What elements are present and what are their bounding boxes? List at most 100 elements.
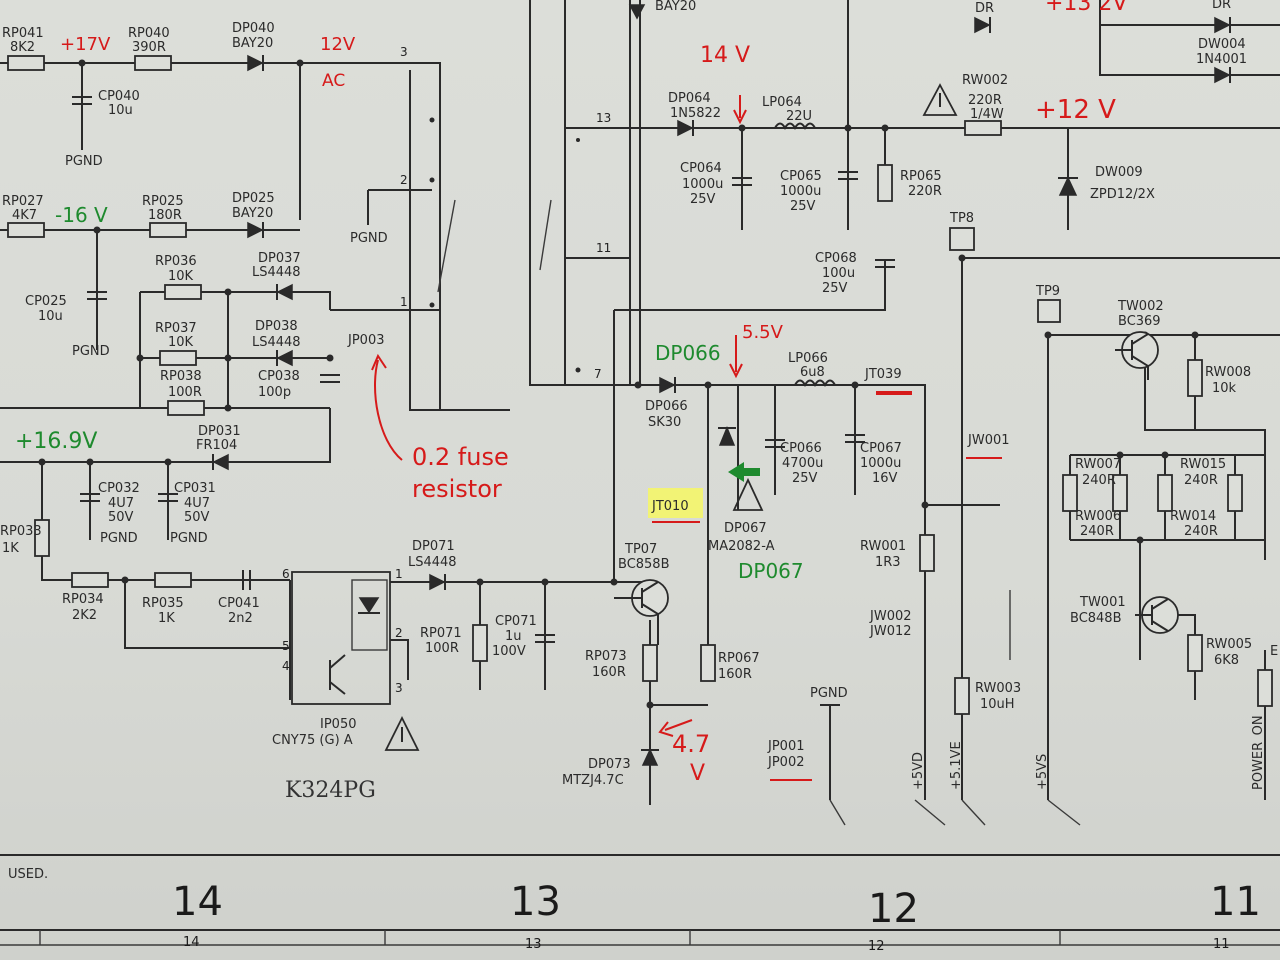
grid-label-13: 13 <box>510 879 561 925</box>
resistor-rp035 <box>154 572 192 588</box>
green-arrow-icon <box>728 462 760 482</box>
label-tp07-ref: TP07 <box>624 542 657 557</box>
label-rp065-val: 220R <box>908 184 942 199</box>
resistor-rp041 <box>7 55 45 71</box>
label-rp067-ref: RP067 <box>718 651 760 666</box>
label-rp037-ref: RP037 <box>155 321 197 336</box>
label-dp066-ref: DP066 <box>645 399 688 414</box>
resistor-rw005 <box>1187 634 1203 672</box>
annot-12v-ac: 12V <box>320 34 356 55</box>
label-rp038-val: 100R <box>168 385 202 400</box>
label-rp073-ref: RP073 <box>585 649 627 664</box>
pin-3-top: 3 <box>400 45 408 59</box>
annot-16v9: +16.9V <box>15 429 97 454</box>
label-rw002-val: 220R <box>968 93 1002 108</box>
diode-top-mid <box>974 16 991 34</box>
resistor-rp067 <box>700 644 716 682</box>
label-cp066-volt: 25V <box>792 471 818 486</box>
label-rp040-ref: RP040 <box>128 26 170 41</box>
label-dp031-ref: DP031 <box>198 424 241 439</box>
capacitor-cp040 <box>72 96 92 105</box>
resistors <box>7 55 1273 715</box>
label-cp066-ref: CP066 <box>780 441 822 456</box>
label-rw005-ref: RW005 <box>1206 637 1252 652</box>
label-rw006-ref: RW006 <box>1075 509 1121 524</box>
diode-dp071 <box>429 573 446 591</box>
label-pgnd-2: PGND <box>72 344 110 359</box>
label-rp040-val: 390R <box>132 40 166 55</box>
label-dp073-ref: DP073 <box>588 757 631 772</box>
diodes <box>212 4 1231 766</box>
label-jp001: JP001 <box>767 739 805 754</box>
capacitor-cp031 <box>158 493 178 502</box>
arrow-4v7 <box>664 719 693 731</box>
pin-11: 11 <box>596 241 611 255</box>
label-dp038-ref: DP038 <box>255 319 298 334</box>
label-dp037-val: LS4448 <box>252 265 301 280</box>
resistor-rw001 <box>919 534 935 572</box>
label-cp032-val: 4U7 <box>108 496 134 511</box>
label-top-bay20: BAY20 <box>655 0 696 14</box>
capacitor-cp041 <box>242 570 251 590</box>
label-pgnd-4: PGND <box>100 531 138 546</box>
label-jw002: JW002 <box>869 609 912 624</box>
pin-4: 4 <box>282 659 290 673</box>
label-ip050-val: CNY75 (G) A <box>272 733 353 748</box>
pin-13: 13 <box>596 111 611 125</box>
diode-dp025 <box>247 221 264 239</box>
capacitor-cp038 <box>320 374 340 383</box>
net-label-5vs: +5VS <box>1035 754 1050 790</box>
inductor-lp066 <box>794 379 836 388</box>
grid-labels: 14 13 12 11 14 13 12 11 <box>172 879 1261 954</box>
warning-icon-ip050 <box>384 715 420 751</box>
label-cp038-ref: CP038 <box>258 369 300 384</box>
label-rp065-ref: RP065 <box>900 169 942 184</box>
label-rp037-val: 10K <box>168 335 194 350</box>
label-cp064-ref: CP064 <box>680 161 722 176</box>
grid-label-12: 12 <box>868 886 919 932</box>
label-top-dr-right: DR <box>1212 0 1231 12</box>
label-cp032-ref: CP032 <box>98 481 140 496</box>
label-dp067-val: MA2082-A <box>708 539 775 554</box>
label-cp031-val: 4U7 <box>184 496 210 511</box>
annot-top-red: +13 2V <box>1045 0 1127 16</box>
label-cp040-val: 10u <box>108 103 133 118</box>
label-rp035-ref: RP035 <box>142 596 184 611</box>
label-rw002-watt: 1/4W <box>970 107 1004 122</box>
label-rw001-ref: RW001 <box>860 539 906 554</box>
net-labels: +5VD +5.1VE +5VS POWER_ON <box>911 715 1266 790</box>
capacitor-cp065 <box>838 171 858 180</box>
net-label-5ve: +5.1VE <box>949 741 964 790</box>
label-rp027-ref: RP027 <box>2 194 44 209</box>
label-rw007-ref: RW007 <box>1075 457 1121 472</box>
label-rw015-ref: RW015 <box>1180 457 1226 472</box>
net-flag-diag-2 <box>961 799 986 826</box>
label-pgnd-5: PGND <box>170 531 208 546</box>
label-tw002-ref: TW002 <box>1117 299 1164 314</box>
label-dp071-val: LS4448 <box>408 555 457 570</box>
label-cp031-volt: 50V <box>184 510 210 525</box>
label-dp040-ref: DP040 <box>232 21 275 36</box>
label-dp066-val: SK30 <box>648 415 681 430</box>
resistor-rw014 <box>1227 474 1243 512</box>
label-cp071-volt: 100V <box>492 644 526 659</box>
net-flag-diag-4 <box>829 799 846 826</box>
resistor-rp025 <box>149 222 187 238</box>
diode-dw009 <box>1058 176 1078 196</box>
label-cp066-val: 4700u <box>782 456 823 471</box>
diode-dp040 <box>247 54 264 72</box>
connector-diagonal <box>437 199 456 293</box>
label-jt039: JT039 <box>864 367 902 382</box>
label-jp002: JP002 <box>767 755 805 770</box>
label-rp034-ref: RP034 <box>62 592 104 607</box>
net-flag-diag-3 <box>1047 799 1081 826</box>
warning-icons <box>384 83 958 751</box>
pin-5: 5 <box>282 639 290 653</box>
optocoupler-ip050 <box>291 571 391 705</box>
label-rw014-val: 240R <box>1184 524 1218 539</box>
label-rp033-val: 1K <box>2 541 19 556</box>
diode-dp066 <box>659 376 676 394</box>
label-cp068-ref: CP068 <box>815 251 857 266</box>
label-rp071-ref: RP071 <box>420 626 462 641</box>
label-rw008-val: 10k <box>1212 381 1237 396</box>
